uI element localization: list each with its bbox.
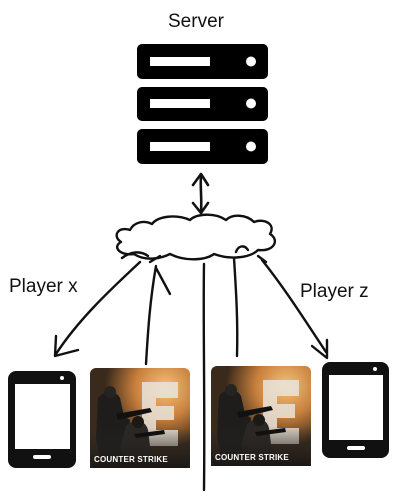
arrowhead-player-x — [53, 334, 80, 358]
connection-game-1 — [144, 264, 158, 366]
game-cover-title-2: COUNTER STRIKE — [215, 453, 289, 462]
connection-player-z — [260, 258, 328, 354]
server-rack-icon — [137, 44, 268, 164]
smartphone-icon-player-z — [322, 362, 389, 458]
player-x-label: Player x — [9, 276, 78, 297]
connection-game-2 — [232, 256, 239, 358]
game-cover-icon-1: COUNTER STRIKE — [90, 368, 190, 468]
connection-player-x — [54, 260, 142, 356]
server-label: Server — [168, 11, 224, 32]
player-z-label: Player z — [300, 281, 369, 302]
server-cloud-connection — [191, 172, 210, 215]
game-cover-title-1: COUNTER STRIKE — [94, 455, 168, 464]
player-connections — [53, 245, 329, 492]
game-cover-icon-2: COUNTER STRIKE — [211, 366, 311, 466]
connection-center — [202, 262, 206, 492]
smartphone-icon-player-x — [8, 371, 76, 468]
arrowhead-player-z — [310, 338, 329, 360]
